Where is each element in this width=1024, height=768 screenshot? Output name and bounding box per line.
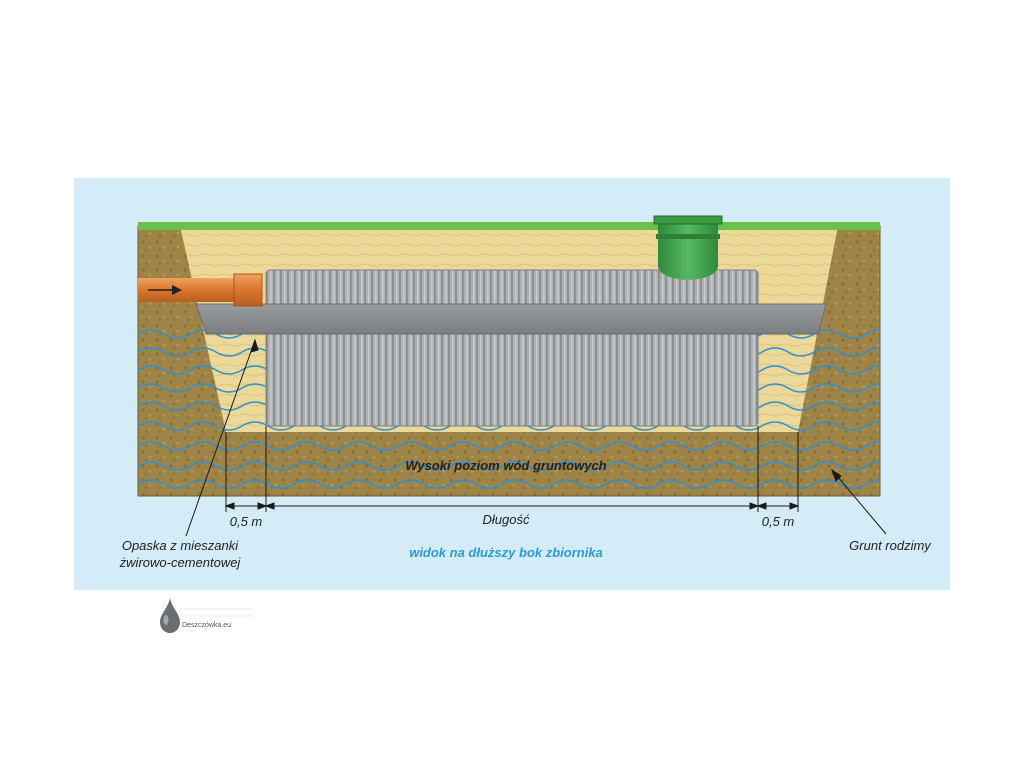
leader-lines <box>185 338 887 537</box>
diagram-caption: widok na dłuższy bok zbiornika <box>409 545 603 560</box>
native-soil-label: Grunt rodzimy <box>849 538 932 553</box>
grass-surface <box>138 222 880 230</box>
left-margin-label: 0,5 m <box>230 514 263 529</box>
groundwater-label: Wysoki poziom wód gruntowych <box>405 458 606 473</box>
dimension-lines <box>224 426 800 512</box>
logo-text: Deszczówka.eu <box>182 622 231 629</box>
concrete-band <box>195 303 827 335</box>
water-drop-icon <box>160 598 180 633</box>
length-label: Długość <box>483 512 530 527</box>
manhole <box>653 215 723 280</box>
right-margin-label: 0,5 m <box>762 514 795 529</box>
logo: Deszczówka.eu <box>160 598 254 633</box>
inlet-pipe <box>138 273 263 307</box>
tank-lower <box>265 329 759 427</box>
band-label-line2: żwirowo-cementowej <box>119 555 242 570</box>
band-label-line1: Opaska z mieszanki <box>122 538 239 553</box>
